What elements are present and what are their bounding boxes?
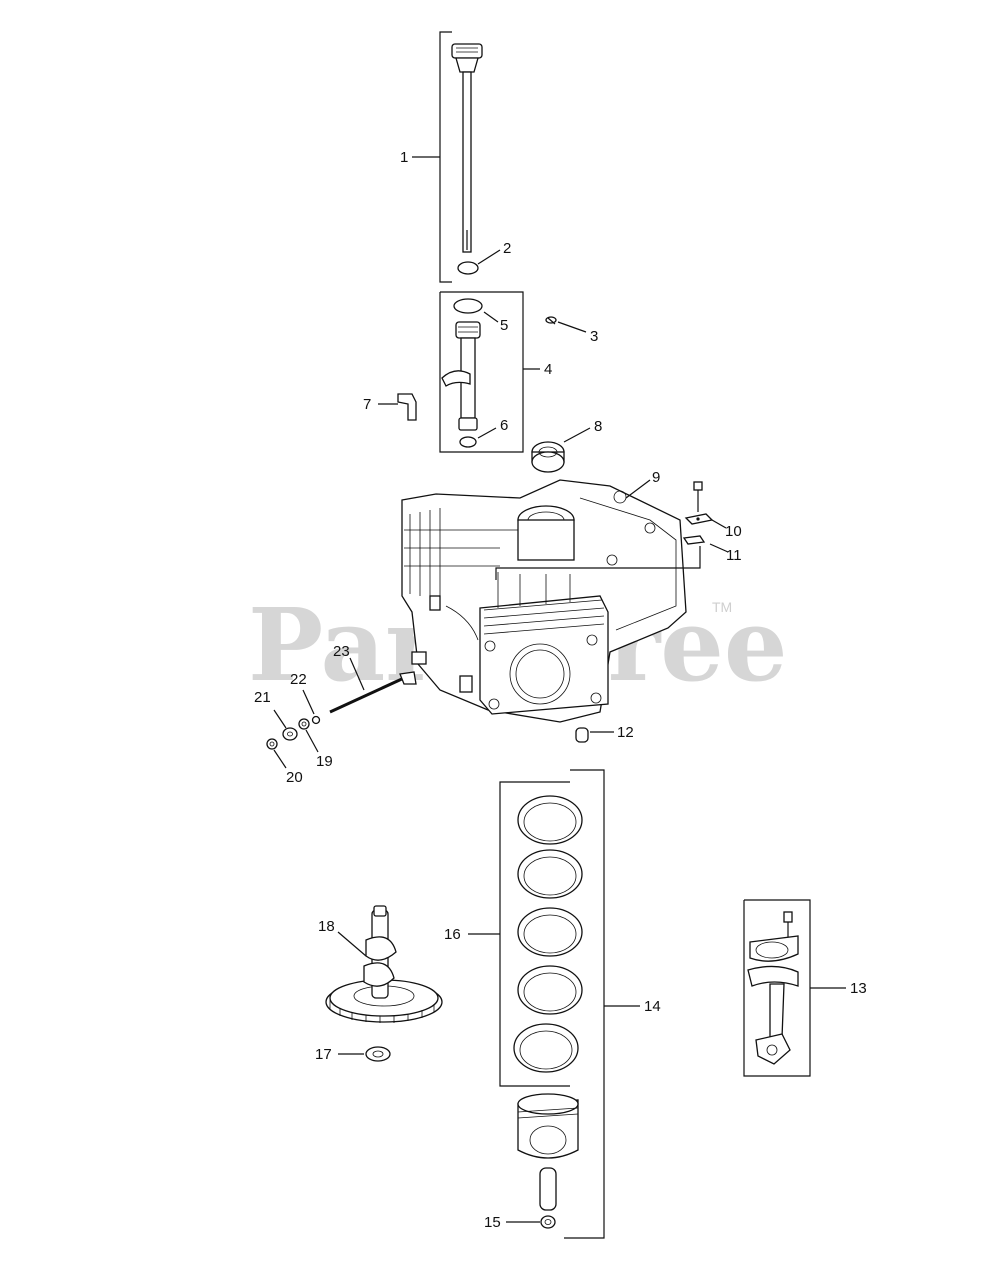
callout-17[interactable]: 17 [315,1046,332,1063]
part-15-pin-clip[interactable] [540,1215,556,1229]
callout-10[interactable]: 10 [725,523,742,540]
watermark-trademark: TM [712,599,732,615]
callout-18[interactable]: 18 [318,918,335,935]
bracket-14 [564,769,605,1239]
callout-2[interactable]: 2 [503,240,511,257]
part-6-o-ring[interactable] [459,436,477,448]
callout-14[interactable]: 14 [644,998,661,1015]
callout-4[interactable]: 4 [544,361,552,378]
callout-20[interactable]: 20 [286,769,303,786]
part-8-oil-seal[interactable] [531,441,565,473]
part-13-connecting-rod[interactable] [747,911,799,1065]
part-18-camshaft[interactable] [325,905,443,1023]
part-12-plug[interactable] [575,727,589,743]
part-crankcase[interactable] [401,479,687,723]
part-16-piston-rings[interactable] [513,795,583,1073]
part-1-dipstick[interactable] [451,43,483,253]
callout-15[interactable]: 15 [484,1214,501,1231]
callout-13[interactable]: 13 [850,980,867,997]
part-5-o-ring[interactable] [453,298,483,314]
part-11-pin[interactable] [682,535,706,545]
callout-22[interactable]: 22 [290,671,307,688]
bracket-4 [439,291,524,453]
callout-7[interactable]: 7 [363,396,371,413]
part-10-bolt[interactable] [684,481,714,525]
callout-9[interactable]: 9 [652,469,660,486]
callout-6[interactable]: 6 [500,417,508,434]
part-23-governor-shaft[interactable] [329,671,417,714]
part-20-washer[interactable] [266,738,278,750]
part-4-dipstick-tube[interactable] [441,321,481,431]
part-7-bracket[interactable] [397,393,417,421]
bracket-13 [743,899,811,1077]
callout-5[interactable]: 5 [500,317,508,334]
callout-1[interactable]: 1 [400,149,408,166]
callout-16[interactable]: 16 [444,926,461,943]
callout-19[interactable]: 19 [316,753,333,770]
part-3-screw[interactable] [545,316,557,325]
callout-12[interactable]: 12 [617,724,634,741]
callout-3[interactable]: 3 [590,328,598,345]
callout-11[interactable]: 11 [726,547,742,564]
part-21-washer[interactable] [282,727,298,741]
part-22-clip[interactable] [311,715,321,725]
part-14-piston[interactable] [517,1093,579,1211]
callout-8[interactable]: 8 [594,418,602,435]
callout-23[interactable]: 23 [333,643,350,660]
bracket-1 [439,31,452,283]
part-2-o-ring[interactable] [457,261,479,275]
part-19-washer[interactable] [298,718,310,730]
part-17-shim[interactable] [365,1046,391,1062]
callout-21[interactable]: 21 [254,689,271,706]
